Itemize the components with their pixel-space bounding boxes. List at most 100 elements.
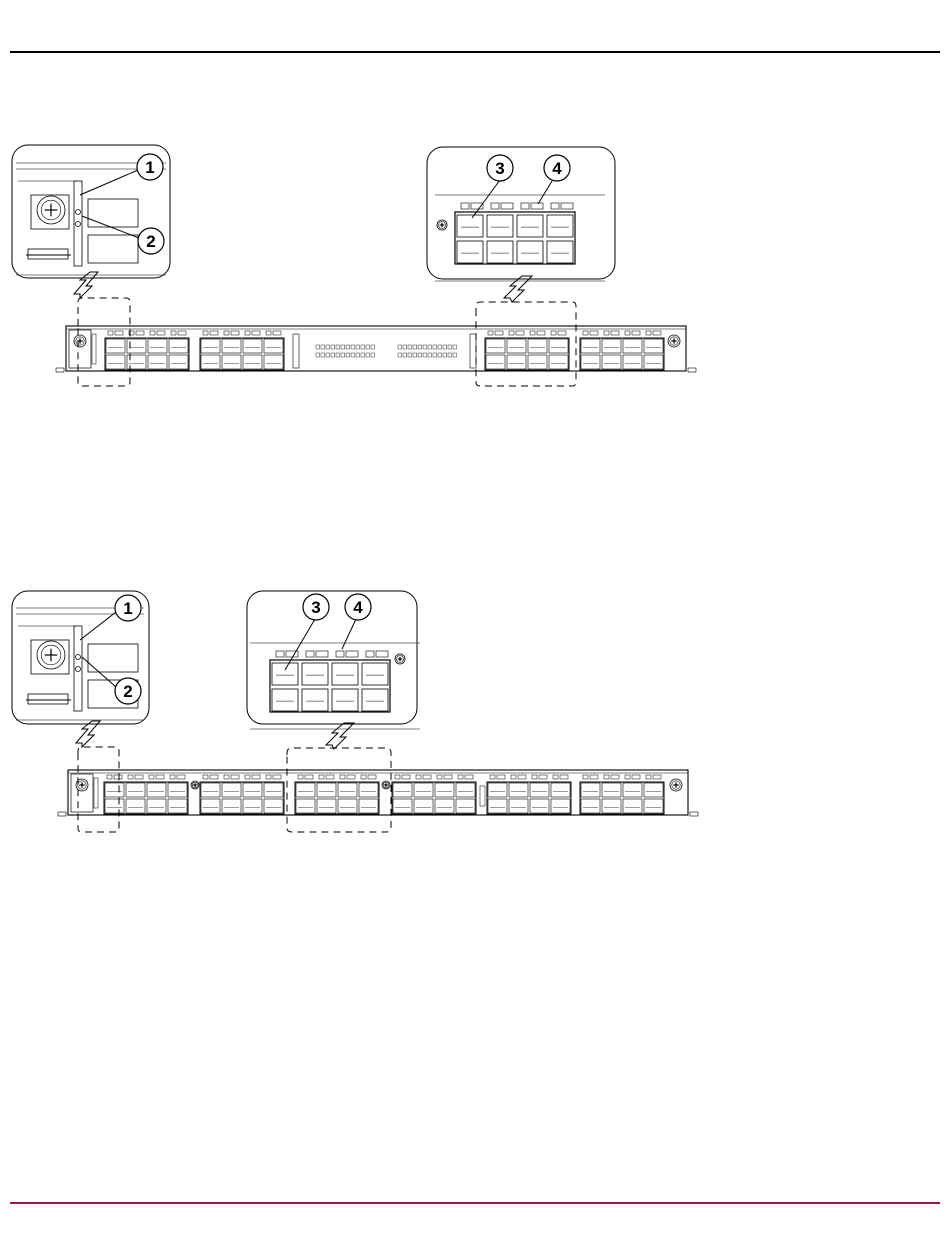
connector-pin	[351, 345, 355, 349]
port-led	[653, 331, 661, 335]
sfp-port	[302, 689, 328, 711]
port-detail	[435, 195, 605, 281]
connector-pin	[366, 345, 370, 349]
sfp-port	[147, 799, 166, 813]
port-led	[336, 651, 344, 657]
port-led	[157, 331, 165, 335]
connector-pin	[443, 353, 447, 357]
sfp-port	[547, 241, 573, 263]
sfp-port	[623, 799, 642, 813]
port-led	[625, 775, 630, 779]
connector-pin	[341, 353, 345, 357]
port-led	[135, 775, 143, 779]
callout-label-4: 4	[353, 598, 363, 617]
port-led	[203, 775, 208, 779]
connector-pin	[443, 345, 447, 349]
port-cage	[200, 782, 284, 814]
port-led	[511, 775, 516, 779]
led-column	[92, 334, 96, 364]
sfp-port	[338, 783, 357, 797]
port-cage	[485, 338, 569, 370]
port-blade	[56, 326, 696, 372]
port-cage	[200, 338, 284, 370]
callout-4: 4	[538, 155, 570, 204]
callout-1: 1	[80, 595, 141, 640]
screw-icon	[37, 196, 65, 224]
connector-pin	[418, 345, 422, 349]
sfp-port	[243, 355, 262, 369]
sfp-port	[148, 355, 167, 369]
port-led	[611, 775, 619, 779]
screw-icon	[668, 335, 680, 347]
connector-pin	[418, 353, 422, 357]
blade-ejector	[690, 812, 698, 816]
blade-diagram-32-port: 1 2 3 4	[0, 140, 950, 410]
sfp-port	[222, 799, 241, 813]
blade-divider	[480, 786, 485, 806]
connector-pin	[326, 353, 330, 357]
port-led	[461, 203, 469, 209]
port-led	[590, 331, 598, 335]
connector-pin	[356, 345, 360, 349]
sfp-port	[457, 215, 483, 237]
connector-pin	[326, 345, 330, 349]
connector-pin	[336, 353, 340, 357]
sfp-port	[169, 355, 188, 369]
connector-pin	[428, 353, 432, 357]
port-led	[604, 775, 609, 779]
sfp-port	[644, 783, 663, 797]
connector-pin	[433, 345, 437, 349]
status-led	[76, 655, 81, 660]
sfp-port	[222, 355, 241, 369]
sfp-port	[509, 783, 528, 797]
sfp-port	[168, 799, 187, 813]
footer-rule	[10, 1202, 940, 1204]
sfp-port	[549, 339, 568, 353]
connector-pin	[361, 345, 365, 349]
port-led	[107, 775, 112, 779]
arrow-left-icon	[76, 721, 100, 747]
connector-pin	[361, 353, 365, 357]
connector-pin	[341, 345, 345, 349]
sfp-port	[222, 339, 241, 353]
sfp-port	[509, 799, 528, 813]
sfp-port	[581, 339, 600, 353]
blade-ejector	[28, 249, 68, 259]
led-column	[94, 778, 98, 808]
sfp-port	[88, 235, 138, 263]
callout-2: 2	[82, 657, 141, 704]
connector-pin	[356, 353, 360, 357]
connector-pin	[438, 353, 442, 357]
sfp-port	[530, 783, 549, 797]
connector-pin	[413, 345, 417, 349]
sfp-port	[547, 215, 573, 237]
sfp-port	[168, 783, 187, 797]
port-led	[150, 331, 155, 335]
sfp-port	[338, 799, 357, 813]
port-cage	[270, 660, 390, 712]
sfp-port	[623, 783, 642, 797]
sfp-port	[332, 689, 358, 711]
callout-4: 4	[342, 594, 371, 649]
sfp-port	[623, 339, 642, 353]
port-cage	[580, 338, 664, 370]
screw-icon	[395, 654, 405, 664]
sfp-port	[602, 799, 621, 813]
port-led	[583, 775, 588, 779]
port-led	[604, 331, 609, 335]
screw-icon	[37, 641, 65, 669]
sfp-port	[264, 783, 283, 797]
sfp-port	[88, 644, 138, 672]
connector-pin	[331, 353, 335, 357]
blade-faceplate	[66, 326, 686, 371]
sfp-port	[264, 355, 283, 369]
port-led	[539, 775, 547, 779]
port-group	[487, 775, 571, 814]
sfp-port	[435, 799, 454, 813]
port-led	[231, 775, 239, 779]
callout-label-1: 1	[123, 599, 132, 618]
sfp-port	[243, 783, 262, 797]
port-detail	[250, 643, 420, 729]
sfp-port	[551, 799, 570, 813]
port-cage	[295, 782, 379, 814]
